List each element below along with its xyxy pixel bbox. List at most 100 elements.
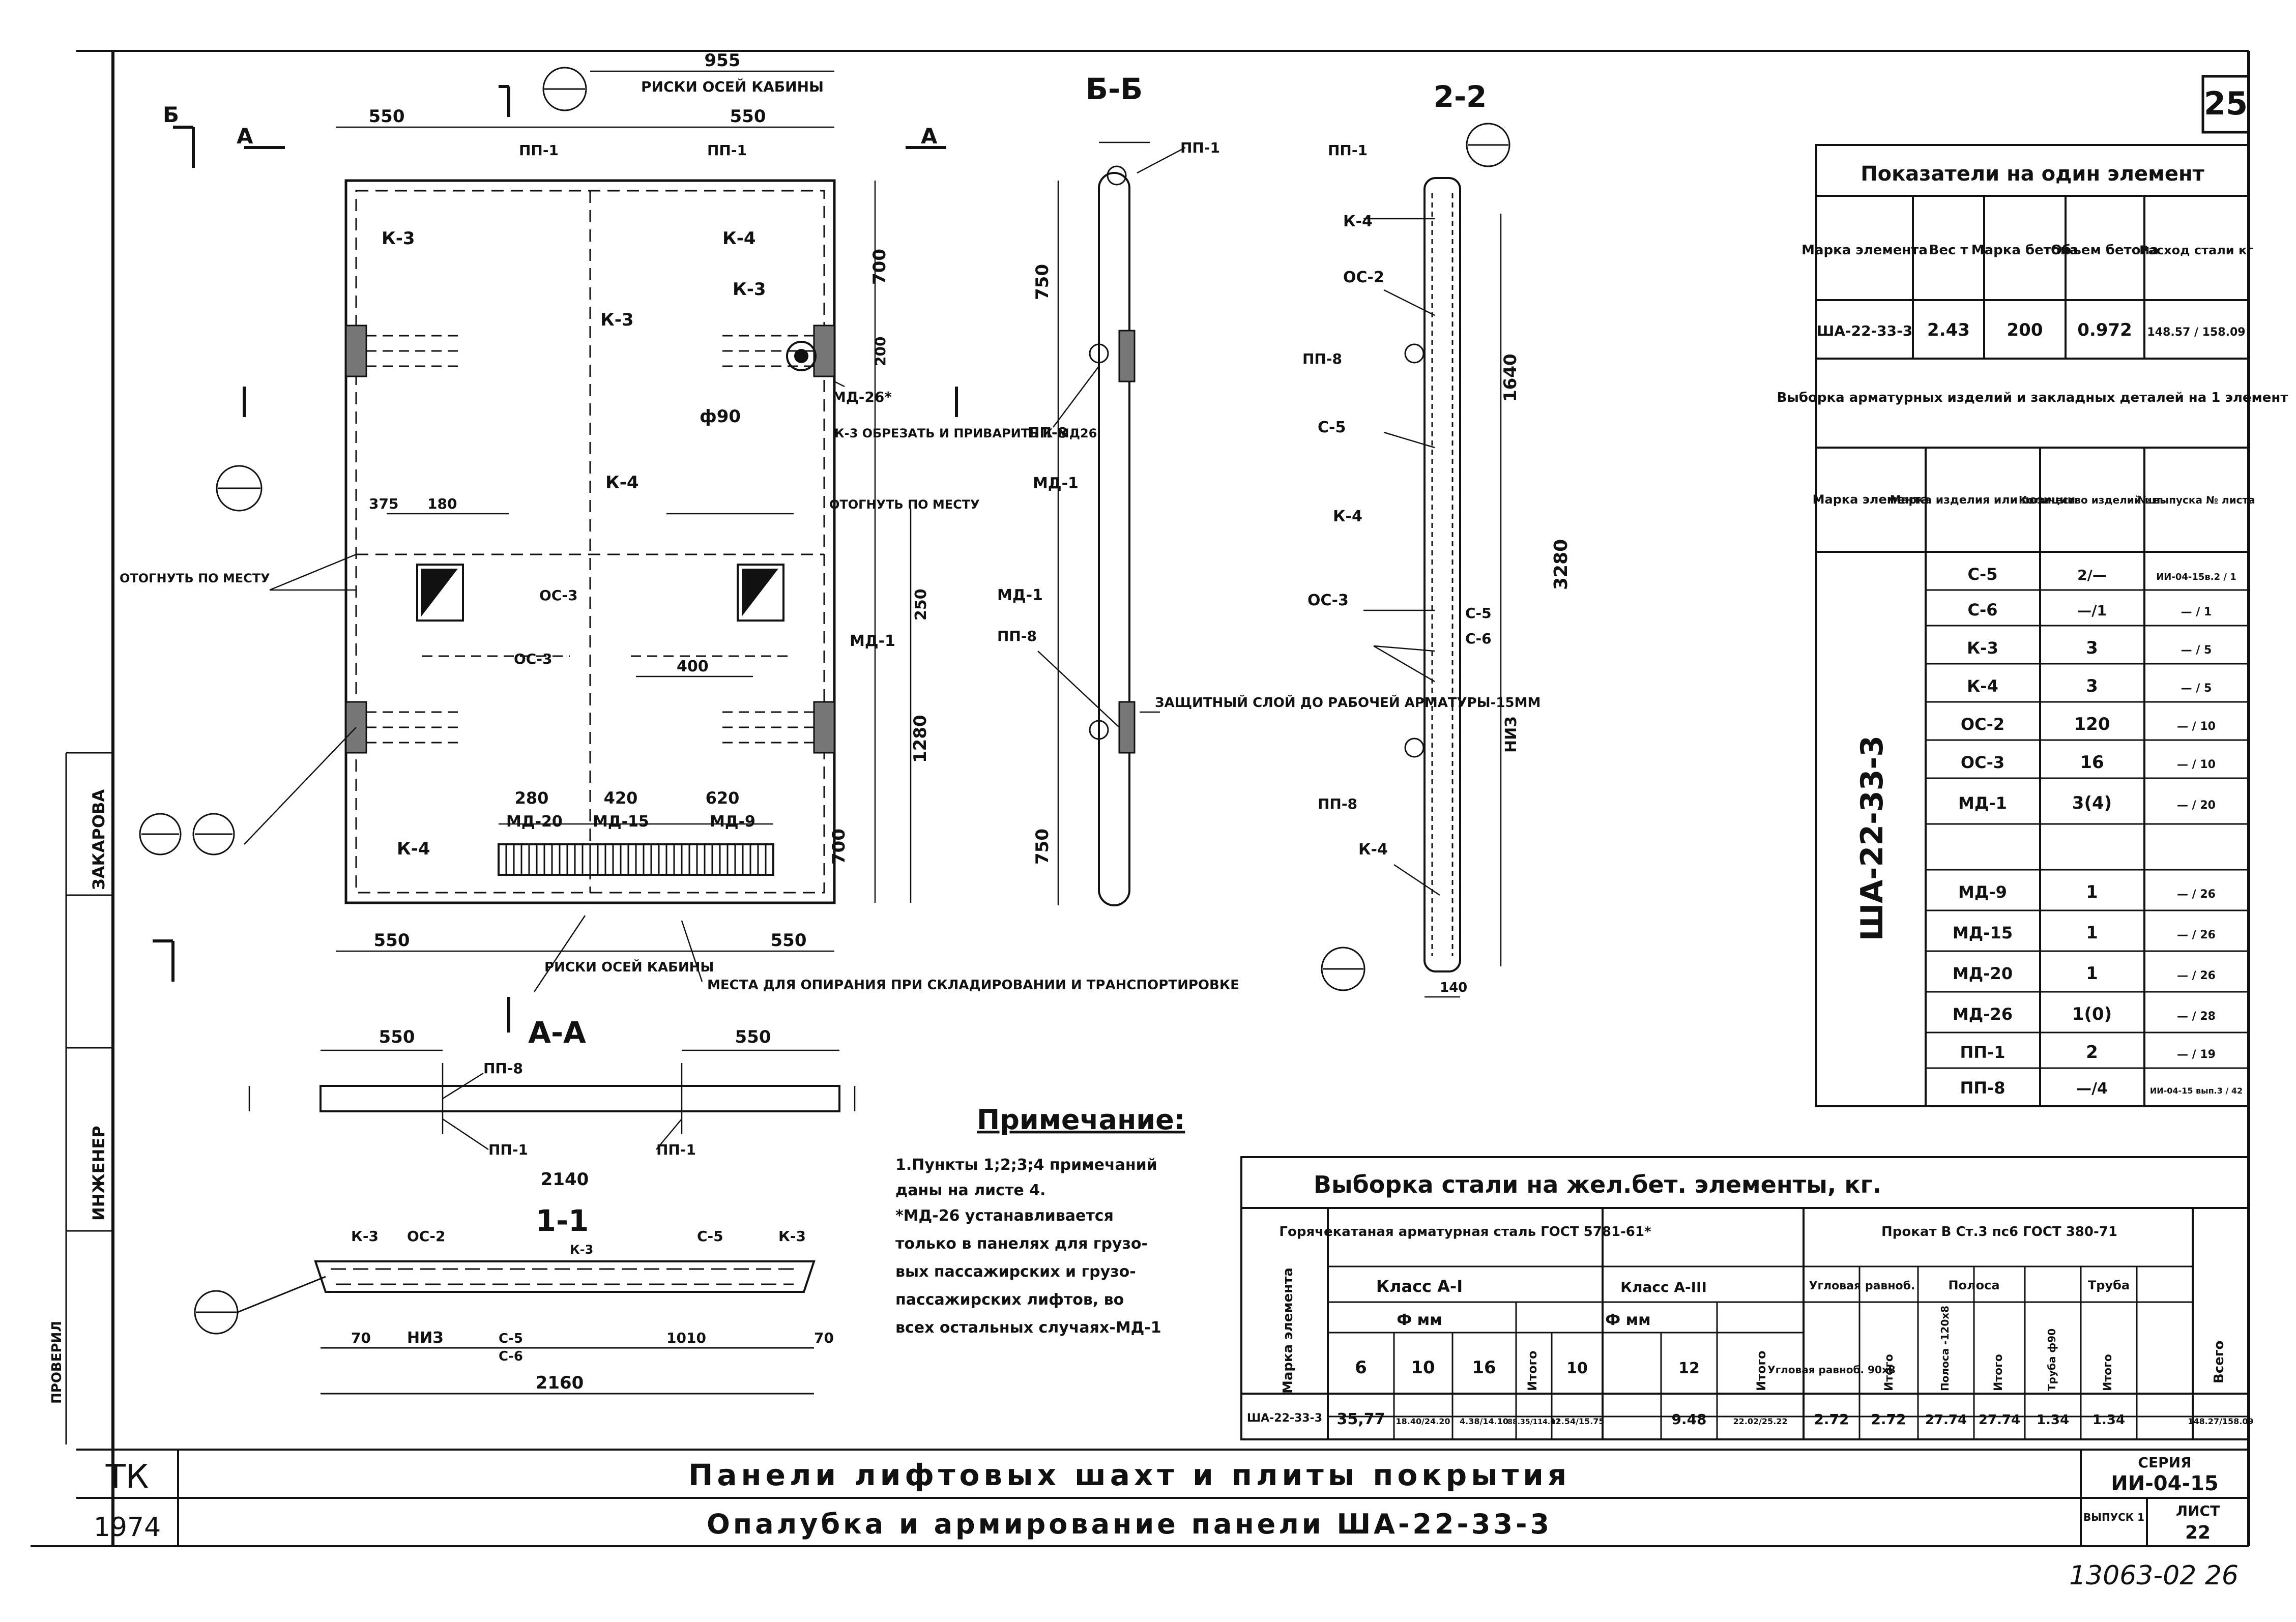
plan-k3-right: К-3 [733, 279, 766, 300]
plan-md9-label: МД-9 [710, 813, 755, 831]
steel-v-total4: 27.74 [1979, 1412, 2020, 1428]
steel-h-pipe: Труба ф90 [2046, 1329, 2058, 1391]
plan-riski-bottom: РИСКИ ОСЕЙ КАБИНЫ [544, 959, 714, 975]
steel-v-6: 35,77 [1337, 1410, 1385, 1428]
s22-pp1: ПП-1 [1328, 142, 1368, 159]
side-label-1: ЗАКАРОВА [89, 789, 108, 890]
steel-h-12: 12 [1678, 1360, 1700, 1377]
s11-dim-2160: 2160 [536, 1373, 584, 1393]
sel-qty-4: 120 [2074, 714, 2110, 734]
sel-qty-8: 1 [2086, 882, 2098, 902]
sel-ref-1: — / 1 [2181, 606, 2212, 618]
s22-dim-3280: 3280 [1551, 539, 1572, 590]
steel-h-total4: Итого [1992, 1354, 2005, 1391]
sel-ref-13: ИИ-04-15 вып.3 / 42 [2150, 1086, 2243, 1096]
bb-cover-note: ЗАЩИТНЫЙ СЛОЙ ДО РАБОЧЕЙ АРМАТУРЫ-15ММ [1155, 694, 1541, 711]
s22-oc3: ОС-3 [1307, 592, 1349, 609]
steel-phi-2: Ф мм [1605, 1311, 1650, 1329]
bb-dim-750-bottom: 750 [1032, 829, 1053, 865]
plan-k3-center: К-3 [600, 310, 634, 330]
steel-phi-1: Ф мм [1397, 1311, 1442, 1329]
plan-dim-420: 420 [604, 788, 638, 808]
steel-h-total2: Итого [1754, 1350, 1768, 1391]
s11-oc2: ОС-2 [407, 1228, 445, 1245]
sel-ref-12: — / 19 [2177, 1048, 2216, 1061]
plan-mark-a-right: А [921, 124, 938, 149]
notes-line-4: только в панелях для грузо- [895, 1235, 1148, 1253]
issue-label: ВЫПУСК 1 [2083, 1511, 2144, 1523]
aa-pp1-left: ПП-1 [488, 1141, 528, 1158]
s22-c5-right: С-5 [1465, 605, 1492, 622]
aa-pp8: ПП-8 [483, 1060, 523, 1077]
section-bb [1037, 141, 1186, 906]
notes-line-3: *МД-26 устанавливается [895, 1207, 1114, 1225]
steel-sub-angle: Угловая равноб. [1809, 1280, 1915, 1292]
plan-mark-b: Б [163, 102, 179, 127]
section-22 [1321, 123, 1510, 998]
notes-line-1: 1.Пункты 1;2;3;4 примечаний [895, 1156, 1157, 1174]
steel-v-16: 4.38/14.10 [1460, 1417, 1508, 1426]
title-block [76, 1449, 2249, 1546]
steel-class2: Класс А-III [1620, 1279, 1707, 1295]
steel-v-total1: 88.35/114.07 [1507, 1418, 1560, 1426]
s22-c5-left: С-5 [1318, 419, 1346, 436]
s22-k4-bottom: К-4 [1358, 841, 1388, 859]
plan-dim-280: 280 [515, 788, 549, 808]
panel-plan [139, 67, 958, 1033]
indicators-table [1815, 144, 2250, 1107]
sel-h-ref: № выпуска № листа [2137, 494, 2255, 506]
sel-ref-0: ИИ-04-15в.2 / 1 [2156, 572, 2236, 582]
steel-title: Выборка стали на жел.бет. элементы, кг. [1314, 1171, 1881, 1198]
s22-dim-1640: 1640 [1500, 353, 1521, 402]
plan-dim-375: 375 [369, 495, 398, 512]
sheet-number: 25 [2204, 85, 2248, 122]
plan-dim-550-bl: 550 [374, 930, 410, 951]
plan-dim-200: 200 [872, 337, 889, 366]
steel-h-mark: Марка элемента [1281, 1267, 1296, 1394]
s22-k4-top: К-4 [1343, 213, 1373, 230]
steel-h-strip: Полоса -120х8 [1939, 1306, 1951, 1391]
steel-h-all: Всего [2212, 1341, 2227, 1383]
sel-ref-9: — / 26 [2177, 929, 2216, 941]
sel-element-mark: ША-22-33-3 [1854, 735, 1890, 941]
plan-dim-550-br: 550 [771, 930, 807, 951]
selection-title: Выборка арматурных изделий и закладных д… [1777, 390, 2288, 405]
selection-rows: С-5 2/— ИИ-04-15в.2 / 1 С-6 —/1 — / 1 К-… [1953, 565, 2243, 1098]
bottom-stamp: 13063-02 26 [2069, 1560, 2239, 1591]
sel-ref-11: — / 28 [2177, 1010, 2216, 1023]
sel-ref-10: — / 26 [2177, 969, 2216, 982]
sel-item-0: С-5 [1967, 565, 1997, 584]
sel-qty-11: 1(0) [2072, 1004, 2112, 1024]
sel-item-10: МД-20 [1953, 964, 2013, 983]
steel-v-total5: 1.34 [2092, 1412, 2125, 1428]
notes-line-2: даны на листе 4. [895, 1182, 1045, 1199]
steel-h-total1: Итого [1525, 1350, 1539, 1391]
steel-class1: Класс А-I [1376, 1277, 1463, 1296]
section-aa-title: А-А [528, 1015, 586, 1050]
series-value: ИИ-04-15 [2111, 1472, 2218, 1495]
plan-lifting-note: МЕСТА ДЛЯ ОПИРАНИЯ ПРИ СКЛАДИРОВАНИИ И Т… [707, 978, 1239, 993]
notes-line-5: вых пассажирских и грузо- [895, 1263, 1136, 1281]
sel-item-9: МД-15 [1953, 923, 2013, 942]
section-11-title: 1-1 [536, 1203, 589, 1238]
ind-row-volume: 0.972 [2077, 320, 2132, 340]
bb-md1-top: МД-1 [1033, 475, 1079, 492]
s11-dim-70-left: 70 [351, 1330, 371, 1346]
sheet-label: ЛИСТ [2176, 1502, 2220, 1519]
plan-md1-label: МД-1 [850, 632, 895, 650]
steel-v-angle: 2.72 [1814, 1411, 1849, 1428]
ind-h-mark: Марка элемента [1801, 243, 1928, 258]
plan-md15-label: МД-15 [593, 813, 649, 831]
steel-v-total3: 2.72 [1871, 1411, 1906, 1428]
s11-dim-70-right: 70 [814, 1330, 834, 1346]
steel-data-row: ША-22-33-3 35,77 18.40/24.20 4.38/14.10 … [1247, 1410, 2254, 1428]
section-22-title: 2-2 [1434, 79, 1487, 114]
steel-v-strip: 27.74 [1925, 1412, 1967, 1428]
ind-row-concrete: 200 [2007, 320, 2043, 340]
plan-phi90-label: ф90 [700, 406, 741, 427]
ind-h-volume: Объем бетона [2051, 243, 2159, 258]
notes-heading: Примечание: [977, 1104, 1185, 1136]
plan-k4-right: К-4 [722, 228, 756, 249]
sel-item-3: К-4 [1967, 676, 1998, 696]
